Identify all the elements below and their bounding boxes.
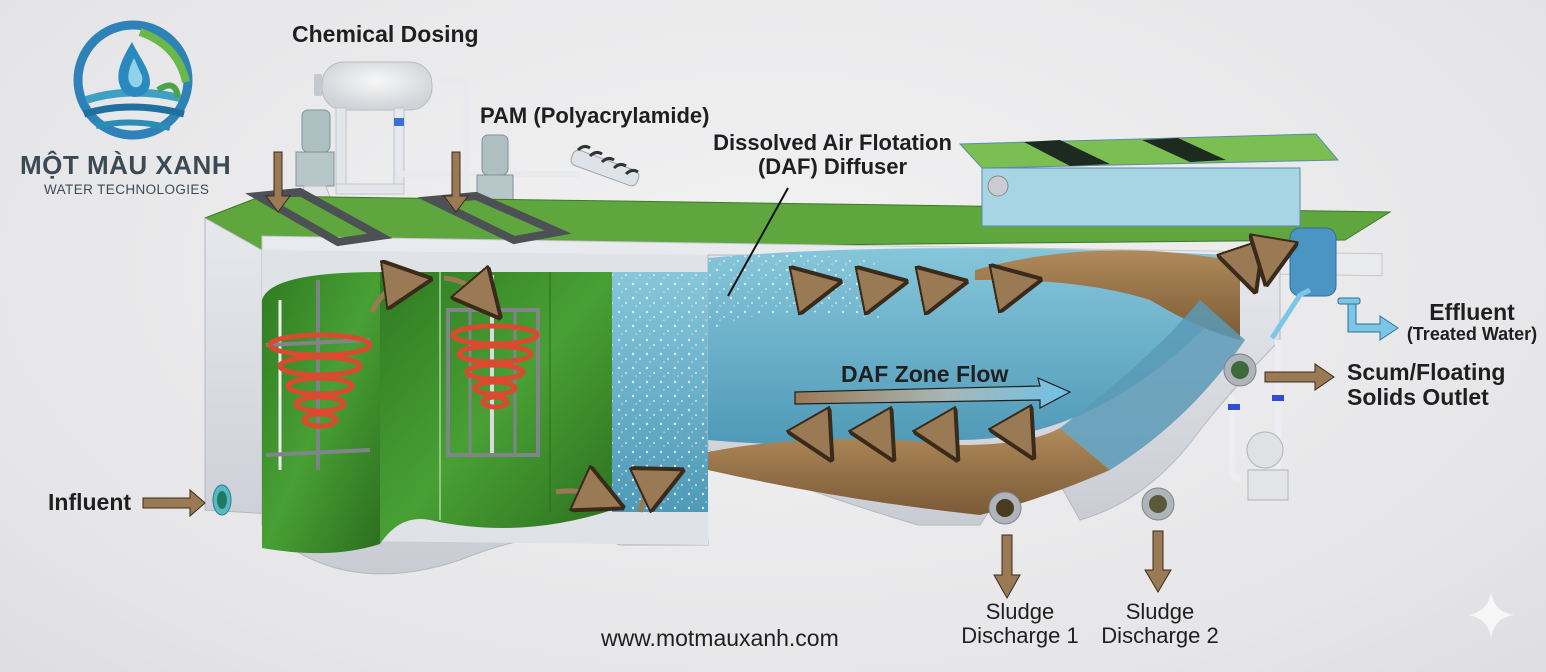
label-scum-outlet: Scum/Floating Solids Outlet bbox=[1347, 359, 1506, 411]
label-effluent-line2: (Treated Water) bbox=[1406, 324, 1538, 345]
label-scum-line2: Solids Outlet bbox=[1347, 384, 1489, 411]
label-daf-diffuser-line1: Dissolved Air Flotation bbox=[713, 130, 952, 155]
label-scum-line1: Scum/Floating bbox=[1347, 359, 1506, 385]
label-daf-diffuser: Dissolved Air Flotation (DAF) Diffuser bbox=[710, 130, 955, 180]
label-sludge-discharge-1: Sludge Discharge 1 bbox=[955, 599, 1085, 649]
label-sludge2-line2: Discharge 2 bbox=[1101, 623, 1219, 649]
dosing-arrow-1 bbox=[265, 151, 291, 213]
label-influent: Influent bbox=[48, 489, 132, 515]
scum-arrow bbox=[1264, 363, 1335, 391]
scum-nozzle bbox=[1223, 353, 1257, 387]
treated-water-up-arrow bbox=[1269, 287, 1312, 340]
label-daf-diffuser-line2: (DAF) Diffuser bbox=[757, 154, 908, 180]
brand-name: MỘT MÀU XANH bbox=[20, 150, 232, 180]
daf-zone-flow-arrow bbox=[794, 376, 1072, 409]
sludge-arrow-1 bbox=[993, 534, 1021, 600]
effluent-arrow bbox=[1337, 297, 1399, 341]
chemical-dosing-vessel bbox=[314, 61, 580, 205]
brand-tagline: WATER TECHNOLOGIES bbox=[44, 182, 210, 197]
label-sludge-discharge-2: Sludge Discharge 2 bbox=[1095, 599, 1225, 649]
label-pam: PAM (Polyacrylamide) bbox=[480, 103, 710, 128]
sludge-pump bbox=[1228, 340, 1289, 501]
effluent-box bbox=[1289, 227, 1337, 297]
flash-mixer-coil bbox=[265, 280, 373, 470]
label-sludge2-line1: Sludge bbox=[1125, 599, 1195, 624]
curved-flow-arrows bbox=[369, 245, 1270, 512]
label-effluent-line1: Effluent bbox=[1429, 299, 1515, 325]
dosing-arrow-2 bbox=[443, 151, 469, 213]
sloped-beach bbox=[1060, 300, 1245, 470]
water-drop-wave-logo bbox=[73, 20, 193, 140]
website-url: www.motmauxanh.com bbox=[601, 625, 839, 651]
influent-nozzle bbox=[212, 484, 232, 516]
sludge-nozzle-1 bbox=[988, 491, 1022, 525]
label-daf-zone-flow: DAF Zone Flow bbox=[841, 361, 1009, 387]
label-effluent: Effluent (Treated Water) bbox=[1398, 299, 1546, 345]
label-sludge1-line1: Sludge bbox=[985, 599, 1055, 624]
sparkle-icon bbox=[1468, 592, 1514, 638]
label-sludge1-line2: Discharge 1 bbox=[961, 623, 1079, 649]
influent-arrow bbox=[142, 488, 206, 518]
sludge-arrow-2 bbox=[1144, 530, 1172, 593]
scum-skimmer bbox=[958, 133, 1340, 227]
mixer-frame-1 bbox=[245, 187, 393, 247]
label-chemical-dosing: Chemical Dosing bbox=[292, 21, 479, 47]
sludge-nozzle-2 bbox=[1141, 487, 1175, 521]
daf-diffuser-pointer bbox=[727, 187, 789, 297]
